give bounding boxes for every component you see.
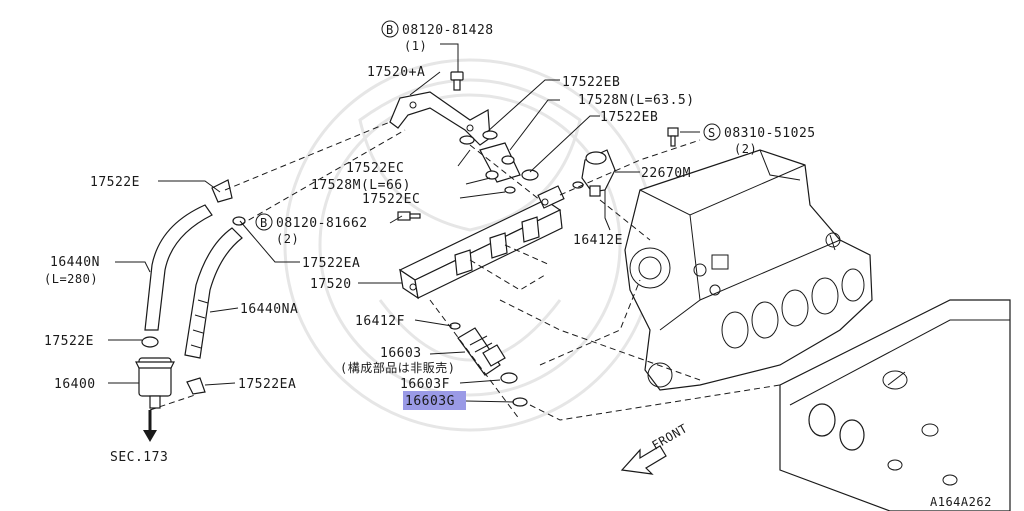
label-screw-code: 08310-51025 [724, 126, 816, 141]
diagram-id: A164A262 [930, 495, 992, 509]
label-clamp-ec-1: 17522EC [346, 161, 404, 176]
label-regulator: 22670M [641, 166, 691, 181]
injector-assembly [449, 322, 528, 407]
hose-16440NA [184, 227, 243, 359]
label-clamp-eb-2: 17522EB [600, 110, 658, 125]
label-hose-n280-len: (L=280) [44, 272, 98, 286]
fuel-filter [135, 357, 175, 409]
label-screw-qty: (2) [734, 142, 757, 156]
label-bolt-rail-qty: (2) [276, 232, 299, 246]
label-hose-n: 17528N(L=63.5) [578, 93, 695, 108]
front-arrow [620, 445, 667, 475]
section-arrow [143, 410, 157, 442]
label-hose-m: 17528M(L=66) [311, 178, 411, 193]
circle-b-mid [255, 213, 273, 231]
cylinder-head [779, 299, 1011, 511]
label-injector-note: (構成部品は非販売) [340, 360, 455, 375]
label-clamp-ea-2: 17522EA [238, 377, 296, 392]
circle-b-top-letter: B [386, 23, 394, 37]
label-bolt-top-qty: (1) [404, 39, 427, 53]
label-bolt-top-code: 08120-81428 [402, 23, 494, 38]
label-hose-na: 16440NA [240, 302, 298, 317]
label-filter: 16400 [54, 377, 96, 392]
label-section: SEC.173 [110, 450, 168, 465]
hose-16440N [144, 204, 213, 331]
fuel-rail [398, 185, 565, 300]
label-bolt-rail-code: 08120-81662 [276, 216, 368, 231]
label-bracket: 17520+A [367, 65, 425, 80]
label-clamp-ea-1: 17522EA [302, 256, 360, 271]
label-injector: 16603 [380, 346, 422, 361]
screw-s [667, 127, 679, 147]
label-oring-e: 16412E [573, 233, 623, 248]
label-clamp-e-bot: 17522E [44, 334, 94, 349]
leader-lines [108, 43, 700, 403]
label-seal-g: 16603G [405, 394, 455, 409]
label-rail: 17520 [310, 277, 352, 292]
bracket [389, 91, 491, 146]
assembly-lines [149, 121, 781, 421]
intake-manifold [624, 149, 873, 391]
label-clamp-e-top: 17522E [90, 175, 140, 190]
bolt-top [450, 71, 464, 91]
highlight-16603G [403, 391, 466, 410]
circle-s [703, 123, 721, 141]
bolt-rail [397, 211, 421, 221]
label-clamp-ec-2: 17522EC [362, 192, 420, 207]
label-oring-f: 16412F [355, 314, 405, 329]
rail-hoses [459, 130, 539, 194]
label-front: FRONT [650, 421, 690, 452]
circle-b-top [381, 20, 399, 38]
label-clamp-eb-top: 17522EB [562, 75, 620, 90]
circle-s-letter: S [708, 126, 716, 140]
circle-b-mid-letter: B [260, 216, 268, 230]
label-hose-n280: 16440N [50, 255, 100, 270]
label-insulator-f: 16603F [400, 377, 450, 392]
